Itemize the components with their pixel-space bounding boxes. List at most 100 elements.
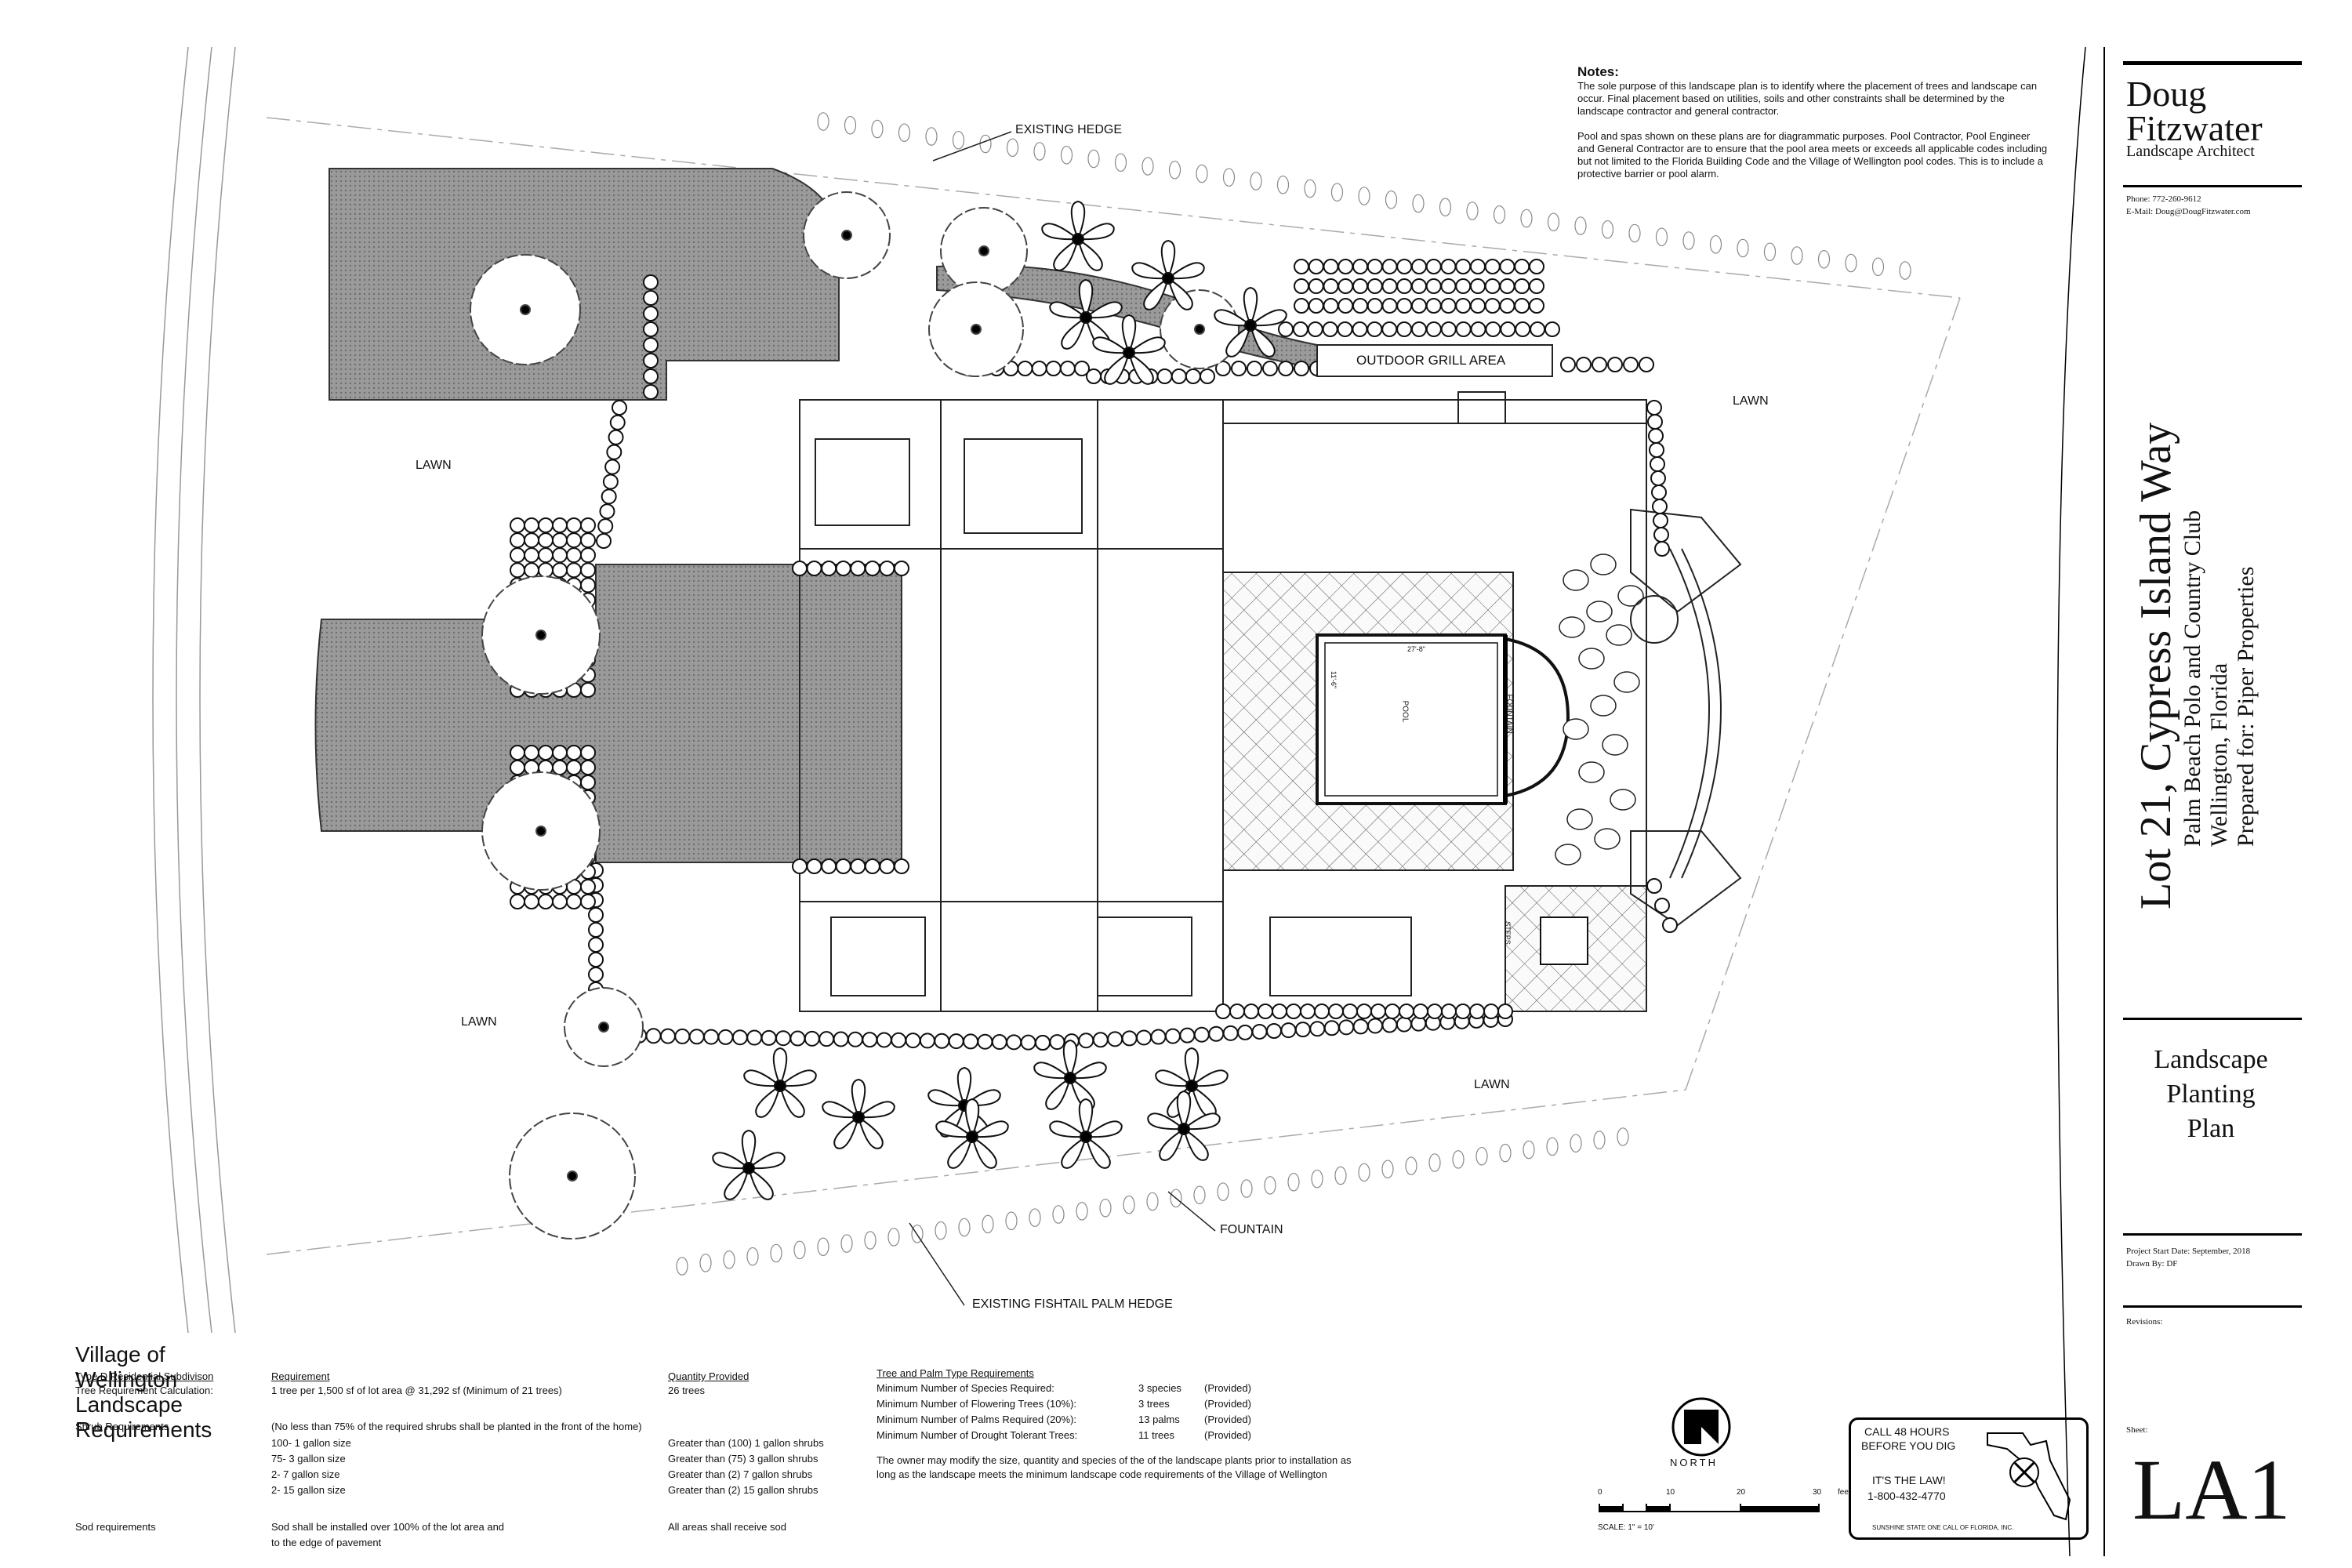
shrub (1653, 527, 1669, 543)
shrub (580, 562, 596, 579)
palm-trunk (1178, 1123, 1190, 1135)
shrub (1272, 1004, 1287, 1019)
scale-tick-0: 0 (1598, 1488, 1602, 1497)
shrub (1455, 321, 1472, 337)
shrub (1049, 1034, 1065, 1051)
shrub (1352, 259, 1368, 274)
shrub (524, 517, 539, 533)
shrub (1292, 321, 1308, 337)
tree-trunk (1194, 324, 1205, 335)
shrub (1455, 1004, 1471, 1019)
shrub (1499, 259, 1515, 274)
req-shrub-row-1: 100- 1 gallon size (271, 1437, 351, 1449)
hedge-dot (1381, 1160, 1394, 1179)
label-leaders (909, 131, 1216, 1306)
tree-trunk (520, 304, 531, 315)
shrub (1231, 361, 1247, 376)
shrub (1247, 361, 1262, 376)
shrub (612, 400, 627, 416)
shrub (606, 444, 622, 460)
shrub (905, 1033, 921, 1049)
shrub (1425, 278, 1442, 294)
shrub (1662, 917, 1678, 933)
hedge-dot (1791, 246, 1803, 265)
shrub (894, 561, 909, 576)
shrub (1308, 298, 1324, 314)
stepping-stone (1566, 808, 1593, 830)
shrub (1651, 485, 1667, 500)
hedge-dot (1574, 216, 1587, 235)
shrub (580, 682, 596, 698)
shrub (580, 517, 596, 533)
shrub (552, 760, 568, 775)
notes-paragraph-1: The sole purpose of this landscape plan … (1577, 80, 2038, 117)
scale-tick-20: 20 (1737, 1488, 1746, 1497)
hedge-dot (887, 1228, 900, 1247)
shrub (1059, 361, 1076, 376)
palm-trunk (1080, 311, 1092, 324)
req-shrub-row-3: 2- 7 gallon size (271, 1468, 340, 1480)
shrub (806, 561, 822, 576)
shrub (1020, 1034, 1036, 1051)
shrub (760, 1029, 777, 1046)
shrub (1648, 428, 1664, 444)
shrub (609, 414, 626, 430)
shrub (833, 1031, 849, 1047)
shrub (643, 337, 659, 353)
hedge-dot (1168, 160, 1181, 180)
hedge-dot (1005, 1211, 1018, 1231)
shrub (659, 1028, 676, 1044)
shrub (1396, 321, 1413, 337)
shrub (804, 1030, 820, 1047)
shrub (1121, 1030, 1138, 1047)
palm-trunk (1244, 319, 1257, 332)
shrub (643, 290, 659, 306)
stepping-stone (1606, 624, 1632, 646)
shrub (1441, 1004, 1457, 1019)
shrub (602, 474, 619, 490)
shrub (746, 1029, 763, 1046)
tree-trunk (598, 1022, 609, 1033)
hedge-dot (1628, 223, 1641, 243)
shrub (1470, 298, 1486, 314)
shrub (1500, 321, 1516, 337)
shrub (566, 547, 582, 564)
shrub (1367, 278, 1383, 294)
shrub (1544, 321, 1560, 337)
graphic-scale-bar (1599, 1504, 1820, 1512)
req-shrub-row-2: 75- 3 gallon size (271, 1453, 346, 1465)
shrub (1425, 321, 1442, 337)
shrub (1411, 321, 1427, 337)
house-footprint (799, 391, 1647, 1012)
tree-trunk (535, 826, 546, 837)
tp-row-2-value: 3 trees (1138, 1398, 1170, 1410)
shrub (1258, 1004, 1273, 1019)
shrub (1396, 278, 1413, 294)
property-lines (266, 117, 1961, 1255)
drawn-by: Drawn By: DF (2126, 1259, 2178, 1269)
call-box-line3: IT'S THE LAW! (1872, 1474, 1946, 1486)
shrub (977, 1033, 993, 1050)
hedge-dot (1845, 253, 1857, 273)
shrub (566, 532, 582, 549)
shrub (1469, 1004, 1485, 1019)
call-box-line2: BEFORE YOU DIG (1861, 1439, 1956, 1452)
shrub (524, 532, 539, 549)
shrub (510, 562, 525, 579)
shrub (524, 894, 539, 909)
req-header-type: Type D Residential Subdivison (75, 1370, 214, 1382)
shrub (1411, 259, 1427, 274)
shrub (1078, 1033, 1094, 1049)
hedge-dot (1737, 238, 1749, 258)
shrub (1314, 1004, 1330, 1019)
shrub (580, 577, 596, 593)
hedge-dot (1709, 234, 1722, 254)
shrub (588, 907, 604, 923)
hedge-dot (1385, 190, 1398, 209)
title-block-rule (2123, 185, 2302, 187)
hedge-dot (1264, 1176, 1276, 1195)
hedge-dot (1475, 1146, 1488, 1166)
shrub (1342, 1004, 1358, 1019)
shrub (524, 547, 539, 564)
shrub (1399, 1004, 1414, 1019)
